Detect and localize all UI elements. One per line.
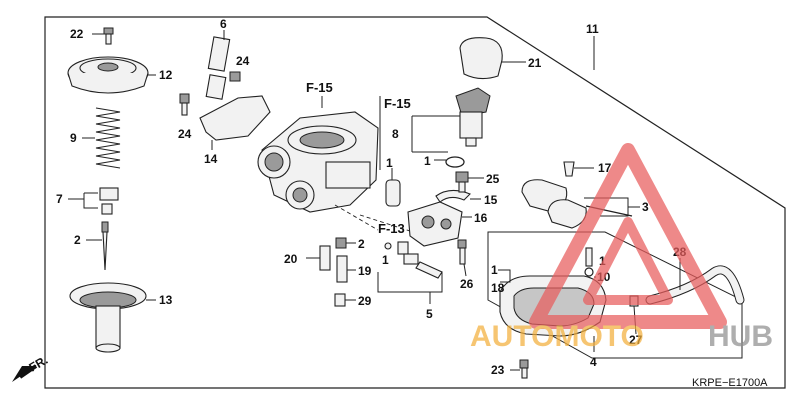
diaphragm-piston-part [69, 282, 147, 353]
adjuster-screw-part [205, 36, 231, 100]
callout-15: 15 [484, 193, 498, 207]
carburetor-body-part [257, 111, 379, 213]
callout-19: 19 [358, 264, 372, 278]
callout-14: 14 [204, 152, 218, 166]
callout-13: 13 [159, 293, 173, 307]
callout-1b: 1 [382, 253, 389, 267]
callout-3: 3 [642, 200, 649, 214]
watermark-text-2: HUB [708, 320, 773, 353]
bracket-part [199, 95, 271, 141]
float-3-part [521, 179, 633, 229]
callout-11: 11 [586, 22, 599, 36]
jet-2-part [335, 237, 347, 249]
callout-25: 25 [486, 172, 500, 186]
valve-17-part [563, 161, 575, 177]
jet-19-part [336, 255, 348, 283]
callout-20: 20 [284, 252, 298, 266]
callout-23: 23 [491, 363, 505, 377]
callout-9: 9 [70, 131, 77, 145]
gasket-1-part [385, 179, 401, 207]
callout-7: 7 [56, 192, 63, 206]
callout-2a: 2 [74, 233, 81, 247]
callout-18: 18 [491, 281, 505, 295]
callout-1c: 1 [424, 154, 431, 168]
screw-22-part [103, 27, 114, 45]
drain-screw-10-part [584, 247, 594, 277]
callout-22: 22 [70, 27, 84, 41]
ref-f13: F-13 [378, 221, 405, 236]
callout-6: 6 [220, 17, 227, 31]
screw-24-upper-part [229, 71, 241, 82]
o-ring-1-part [445, 156, 465, 168]
callout-21: 21 [528, 56, 542, 70]
screw-23-part [519, 359, 529, 379]
callout-1d: 1 [491, 263, 498, 277]
diagram-frame [44, 16, 786, 389]
callout-29: 29 [358, 294, 372, 308]
jet-20-part [319, 245, 331, 271]
top-cover-part [67, 56, 149, 94]
ref-f15-top: F-15 [306, 80, 333, 95]
front-direction-arrow [12, 364, 38, 382]
watermark-logo: AUTOMOTO HUB [470, 143, 773, 353]
clip-15-part [435, 189, 471, 203]
mixture-screw-part [384, 241, 443, 279]
spring-part [95, 107, 121, 169]
needle-holder-part [99, 187, 119, 215]
jet-needle-part [101, 221, 109, 271]
gasket-group-box [487, 231, 743, 359]
callout-5: 5 [426, 307, 433, 321]
callout-27: 27 [629, 333, 643, 347]
callout-4: 4 [590, 355, 597, 369]
screw-25-part [455, 171, 469, 193]
callout-1a: 1 [386, 156, 393, 170]
callout-16: 16 [474, 211, 488, 225]
screw-26-part [457, 239, 467, 265]
callout-26: 26 [460, 277, 474, 291]
cap-21-part [459, 37, 503, 80]
jet-29-part [334, 293, 346, 307]
screw-24-left-part [179, 93, 190, 116]
watermark-text-1: AUTOMOTO [470, 320, 644, 353]
callout-24b: 24 [236, 54, 250, 68]
callout-24a: 24 [178, 127, 192, 141]
auto-choke-8-part [455, 87, 491, 147]
drawing-code: KRPE−E1700A [692, 377, 768, 389]
ref-f15-right: F-15 [384, 96, 411, 111]
auto-choke-body-part [407, 201, 463, 247]
drain-tube-28-part [645, 265, 745, 305]
callout-8: 8 [392, 127, 399, 141]
callout-17: 17 [598, 161, 612, 175]
callout-12: 12 [159, 68, 173, 82]
callout-2b: 2 [358, 237, 365, 251]
